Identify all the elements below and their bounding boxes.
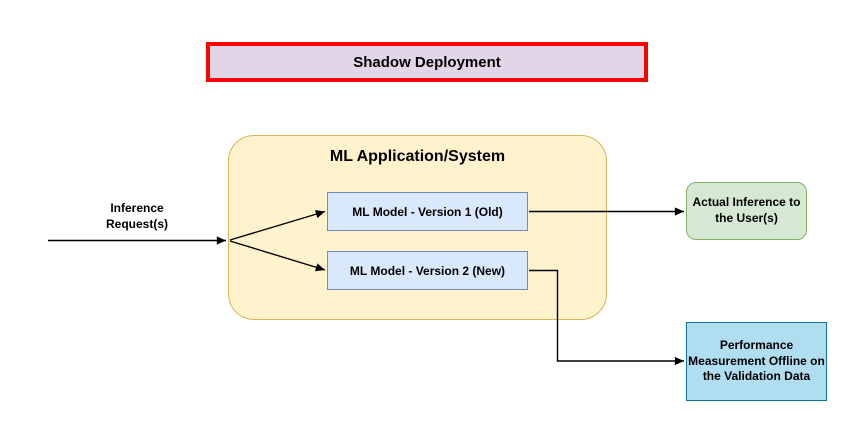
ml-application-system-title: ML Application/System <box>329 148 506 165</box>
ml-model-version-1-label: ML Model - Version 1 (Old) <box>352 204 503 219</box>
ml-model-version-2-node: ML Model - Version 2 (New) <box>327 251 528 290</box>
inference-request-label: Inference Request(s) <box>105 200 168 231</box>
shadow-deployment-title: Shadow Deployment <box>353 53 501 71</box>
performance-measurement-node: Performance Measurement Offline on the V… <box>686 322 827 401</box>
shadow-deployment-title-box: Shadow Deployment <box>206 42 648 82</box>
ml-model-version-2-label: ML Model - Version 2 (New) <box>349 263 506 278</box>
actual-inference-node: Actual Inference to the User(s) <box>686 182 807 240</box>
ml-model-version-1-node: ML Model - Version 1 (Old) <box>327 192 528 231</box>
